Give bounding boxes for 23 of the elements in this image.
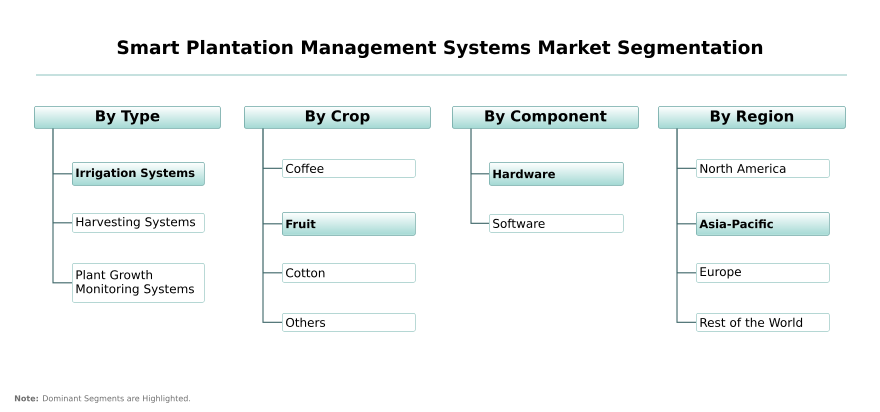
segment-box: North America <box>696 159 830 178</box>
title: Smart Plantation Management Systems Market Segmentation <box>118 40 762 58</box>
highlighted-segment-box: Asia-Pacific <box>696 212 830 236</box>
segment-box: Software <box>489 214 624 233</box>
segment-box: Harvesting Systems <box>72 213 205 233</box>
highlighted-segment-box: Hardware <box>489 162 624 186</box>
segment-box: Cotton <box>282 263 416 283</box>
connector-line <box>262 128 282 323</box>
highlighted-segment-box: Fruit <box>282 212 416 236</box>
connector-line <box>470 128 489 224</box>
segment-box: Plant Growth Monitoring Systems <box>72 263 205 303</box>
segment-box: Coffee <box>282 159 416 178</box>
segment-box: Rest of the World <box>696 313 830 332</box>
category-header: By Crop <box>244 106 431 129</box>
category-header: By Component <box>452 106 639 129</box>
segment-box: Europe <box>696 263 830 283</box>
category-header: By Region <box>658 106 846 129</box>
category-header: By Type <box>34 106 221 129</box>
connector-line <box>676 128 696 323</box>
highlighted-segment-box: Irrigation Systems <box>72 162 205 186</box>
connector-line <box>52 128 72 284</box>
note-text: Note: Dominant Segments are Highlighted. <box>14 395 190 403</box>
segment-box: Others <box>282 313 416 332</box>
